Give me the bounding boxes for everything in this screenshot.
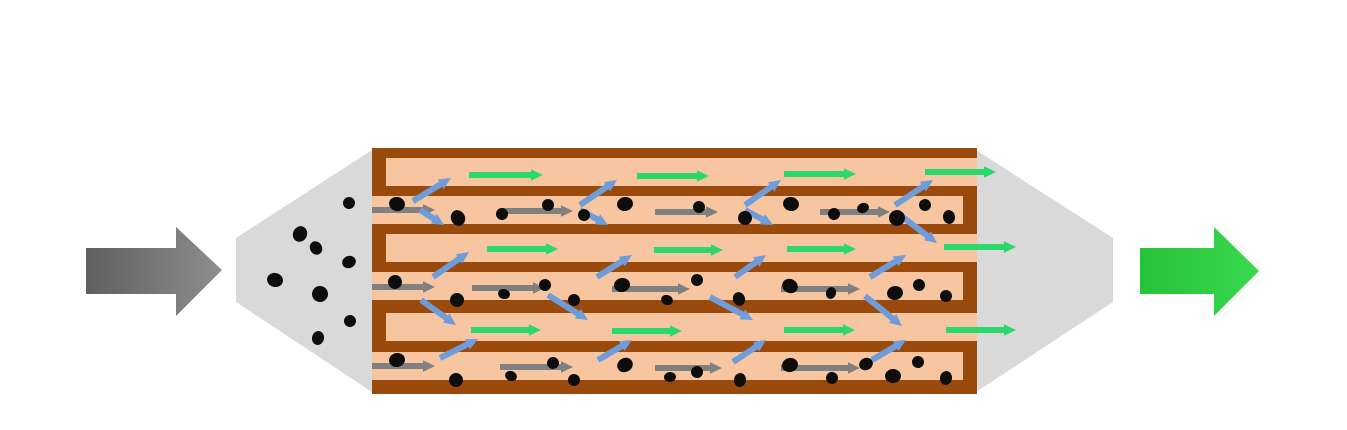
blue-flow-arrow-icon [743,207,773,225]
soot-particle-icon [691,274,703,286]
soot-particle-icon [498,288,510,300]
soot-particle-icon [539,279,551,291]
blue-flow-arrow-icon [546,292,588,320]
soot-particle-icon [919,199,931,211]
green-flow-arrow-icon [787,243,856,255]
soot-particle-icon [614,277,630,293]
blue-flow-arrow-icon [418,207,444,225]
outlet-arrow-icon [1140,227,1259,316]
gray-flow-arrow-icon [372,281,435,293]
soot-particle-icon [496,208,508,220]
soot-particle-icon [889,210,905,226]
soot-particle-icon [738,211,752,225]
blue-flow-arrow-icon [419,297,456,325]
gray-flow-arrow-icon [472,282,545,294]
blue-flow-arrow-icon [868,255,906,280]
soot-particle-icon [267,272,283,288]
gray-flow-arrow-icon [612,283,690,295]
soot-particle-icon [691,366,703,378]
soot-particle-icon [568,294,580,306]
soot-particle-icon [449,373,463,387]
green-flow-arrow-icon [469,169,543,181]
green-flow-arrow-icon [612,325,682,337]
soot-particle-icon [450,293,464,307]
blue-flow-arrow-icon [898,212,937,243]
green-flow-arrow-icon [654,244,723,256]
blue-flow-arrow-icon [733,255,766,280]
green-flow-arrow-icon [944,241,1016,253]
soot-particle-icon [940,290,952,302]
soot-particle-icon [782,278,798,294]
soot-particle-icon [661,294,673,306]
soot-particle-icon [828,208,840,220]
soot-particle-icon [389,196,405,212]
soot-particles [267,196,956,387]
soot-particle-icon [693,201,705,213]
soot-particle-icon [887,285,903,301]
blue-flow-arrow-icon [438,339,478,361]
blue-flow-arrow-icon [743,180,781,208]
soot-particle-icon [312,286,328,302]
green-flow-arrow-icon [637,170,709,182]
blue-flow-arrow-icon [708,294,753,320]
soot-particle-icon [732,292,746,306]
green-flow-arrow-icon [946,324,1016,336]
soot-particle-icon [547,357,559,369]
gray-flow-arrow-icon [781,362,860,374]
soot-particle-icon [542,199,554,211]
blue-flow-arrow-icon [870,340,906,363]
inlet-arrow-icon [86,227,222,316]
soot-particle-icon [782,357,798,373]
soot-particle-icon [913,279,925,291]
blue-flow-arrow-icon [411,178,451,204]
soot-particle-icon [939,371,953,385]
soot-particle-icon [859,357,873,371]
soot-particle-icon [505,370,517,382]
soot-particle-icon [342,255,356,269]
soot-particle-icon [568,374,580,386]
blue-flow-arrow-icon [893,180,933,208]
soot-particle-icon [664,371,676,383]
soot-particle-icon [912,356,924,368]
soot-particle-icon [857,202,869,214]
soot-particle-icon [885,368,901,384]
soot-particle-icon [942,210,956,224]
green-flow-arrow-icon [784,324,855,336]
blue-flow-arrow-icon [863,293,902,326]
green-flow-arrow-icon [784,168,856,180]
soot-particle-icon [389,352,405,368]
soot-particle-icon [783,196,799,212]
soot-particle-icon [826,372,838,384]
soot-particle-icon [733,373,747,387]
soot-particle-icon [292,226,308,242]
soot-particle-icon [578,209,590,221]
soot-particle-icon [450,210,466,226]
soot-particle-icon [617,196,633,212]
blue-flow-arrow-icon [578,180,617,208]
green-flow-arrow-icon [925,166,996,178]
soot-particle-icon [311,331,325,345]
green-flow-arrow-icon [471,324,541,336]
soot-particle-icon [825,287,837,299]
gray-flow-arrow-icon [372,360,435,372]
soot-particle-icon [388,275,402,289]
blue-flow-arrow-icon [431,252,469,280]
blue-flow-arrow-icon [731,340,766,365]
gray-flow-arrow-icon [500,205,573,217]
blue-flow-arrow-icon [595,255,632,280]
blue-flow-arrow-icon [596,340,632,363]
gray-flow-arrow-icon [655,362,722,374]
gray-flow-arrow-icon [781,283,860,295]
green-flow-arrow-icon [487,243,558,255]
soot-particle-icon [343,197,355,209]
soot-particle-icon [617,357,633,373]
soot-particle-icon [344,315,356,327]
soot-particle-icon [309,241,323,255]
